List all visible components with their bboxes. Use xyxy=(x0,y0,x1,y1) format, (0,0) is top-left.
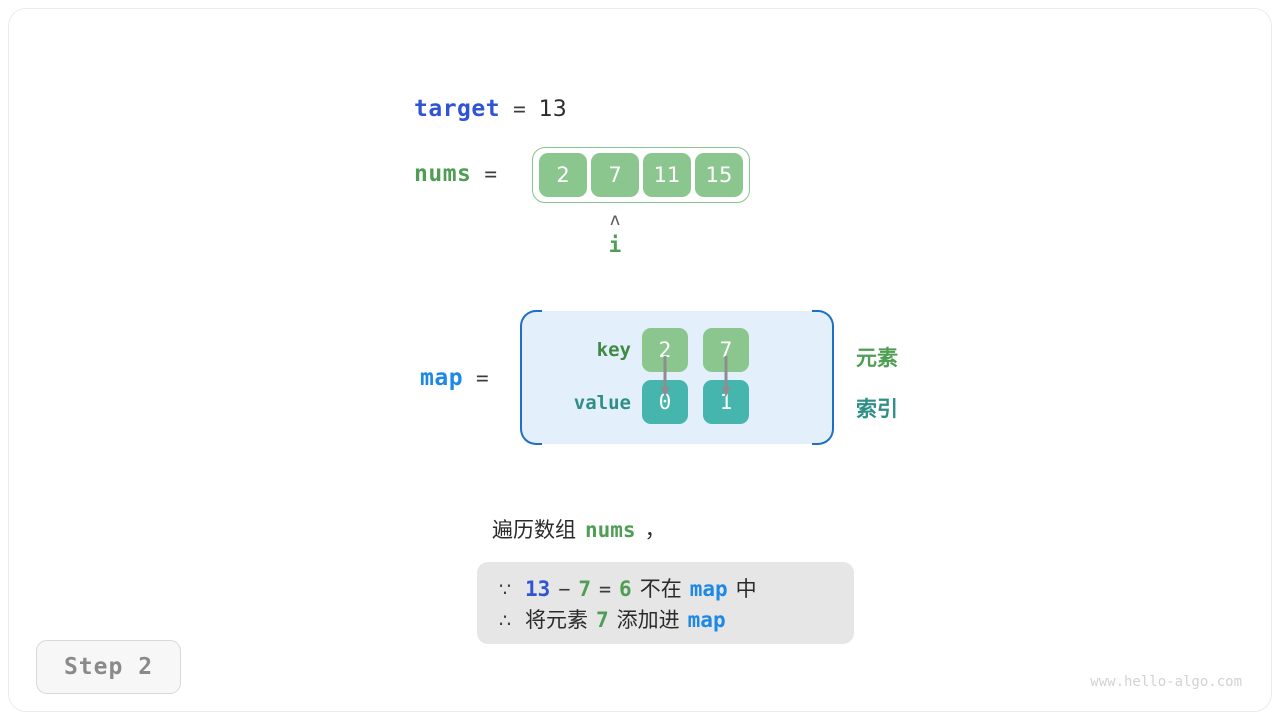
map-entry-column: 7 1 xyxy=(703,328,749,424)
map-equals-sign: = xyxy=(476,366,489,390)
pointer-label-i: i xyxy=(608,233,622,257)
watermark-url: www.hello-algo.com xyxy=(1090,674,1242,690)
map-value-cell: 0 xyxy=(642,380,688,424)
caption-suffix: ， xyxy=(644,518,666,542)
caption-prefix: 遍历数组 xyxy=(492,518,576,542)
explain-target-number: 13 xyxy=(525,577,551,601)
target-equals-sign: = xyxy=(513,97,526,121)
explain2-text-start: 将元素 xyxy=(525,608,588,632)
step-badge: Step 2 xyxy=(36,640,181,694)
step-badge-label: Step 2 xyxy=(63,654,154,680)
explain-map-token: map xyxy=(689,577,728,601)
therefore-symbol: ∴ xyxy=(499,610,512,632)
array-cell: 11 xyxy=(643,153,691,197)
explanation-box: ∵ 13 − 7 = 6 不在 map 中 ∴ 将元素 7 添加进 map xyxy=(477,562,854,644)
nums-variable-name: nums xyxy=(414,161,472,187)
map-entry-column: 2 0 xyxy=(642,328,688,424)
explain-text-end: 中 xyxy=(735,577,757,601)
map-key-row-label: key xyxy=(596,339,631,361)
caption-nums-token: nums xyxy=(585,518,636,542)
array-cell: 7 xyxy=(591,153,639,197)
target-row: target = 13 xyxy=(414,93,567,125)
map-value-cell: 1 xyxy=(703,380,749,424)
array-cell: 15 xyxy=(695,153,743,197)
explain2-text-mid: 添加进 xyxy=(616,608,680,632)
explain-text-mid: 不在 xyxy=(639,577,682,601)
nums-array-container: 2 7 11 15 xyxy=(532,147,750,203)
map-variable-name: map xyxy=(420,365,464,391)
nums-row: nums = xyxy=(414,158,497,190)
map-container: key value 2 0 7 1 xyxy=(520,310,834,445)
caption-line: 遍历数组 nums ， xyxy=(492,514,666,544)
map-key-cell: 2 xyxy=(642,328,688,372)
pointer-caret-icon: ʌ xyxy=(609,210,621,230)
explain2-map-token: map xyxy=(687,608,726,632)
explanation-line-1: ∵ 13 − 7 = 6 不在 map 中 xyxy=(499,573,832,604)
explain-current-number: 7 xyxy=(578,577,591,601)
side-note-element: 元素 xyxy=(856,346,898,370)
explain2-number: 7 xyxy=(596,608,609,632)
target-variable-name: target xyxy=(414,96,501,122)
because-symbol: ∵ xyxy=(499,579,512,601)
map-row: map = xyxy=(420,362,489,394)
map-value-row-label: value xyxy=(573,392,631,414)
map-key-cell: 7 xyxy=(703,328,749,372)
side-note-index: 索引 xyxy=(856,397,898,421)
array-cell: 2 xyxy=(539,153,587,197)
nums-equals-sign: = xyxy=(484,162,498,186)
explain-minus-sign: − xyxy=(558,577,571,601)
explain-equals-sign: = xyxy=(599,577,612,601)
explanation-line-2: ∴ 将元素 7 添加进 map xyxy=(499,604,832,635)
target-value: 13 xyxy=(538,96,567,122)
explain-result-number: 6 xyxy=(619,577,632,601)
